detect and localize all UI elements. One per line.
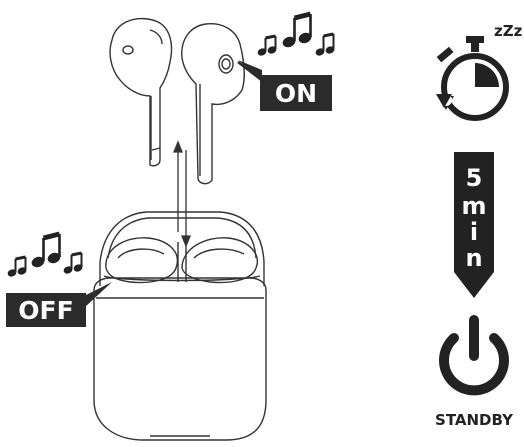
stopwatch-icon <box>436 36 509 121</box>
timer-duration-char-2: m <box>461 192 486 220</box>
power-icon <box>439 315 509 396</box>
charging-case-icon <box>93 211 267 441</box>
on-badge: ON <box>237 60 332 111</box>
up-down-arrows-icon <box>173 140 191 248</box>
timer-duration-char-3: i <box>470 218 478 246</box>
timer-duration-char-1: 5 <box>466 164 483 192</box>
timer-duration-char-4: n <box>465 244 482 272</box>
standby-label: STANDBY <box>435 411 514 429</box>
sleep-indicator: zZz <box>494 22 523 40</box>
on-badge-label: ON <box>275 79 317 108</box>
down-arrow-icon <box>454 152 494 298</box>
music-notes-off-icon <box>7 231 83 277</box>
right-earbud-icon <box>181 23 245 185</box>
off-badge-label: OFF <box>18 296 73 325</box>
music-notes-on-icon <box>257 11 335 56</box>
left-earbud-icon <box>109 17 173 167</box>
off-badge: OFF <box>6 282 112 327</box>
